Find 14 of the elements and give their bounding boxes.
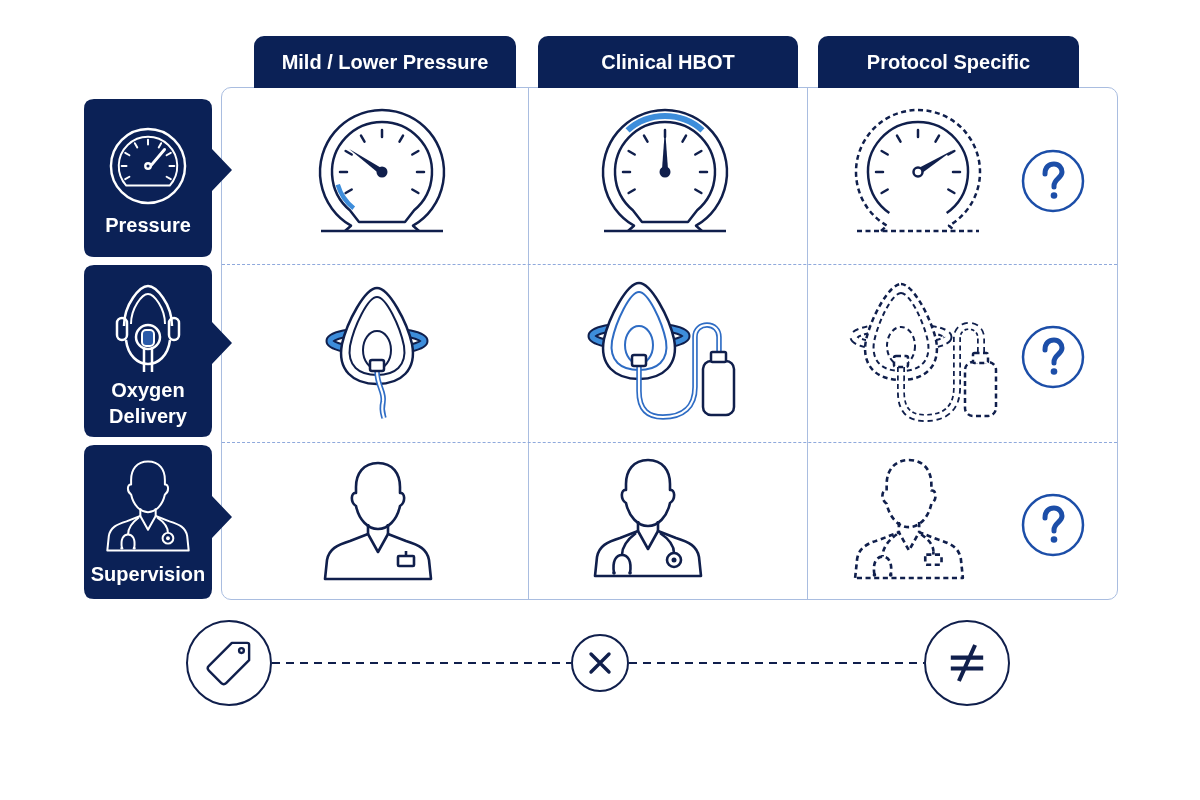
column-heading: Protocol Specific: [866, 50, 1031, 75]
row-label-tab: [84, 99, 232, 257]
row-heading: Oxygen Delivery: [108, 378, 188, 429]
column-header-tab: [254, 36, 516, 88]
column-header-tab: [538, 36, 798, 88]
x-mark-icon: [571, 634, 629, 692]
row-label-tab: [84, 265, 232, 437]
dashed-connector: [272, 661, 571, 665]
row-heading: Supervision: [89, 562, 207, 587]
column-heading: Clinical HBOT: [601, 50, 735, 75]
row-label-tab: [84, 445, 232, 599]
column-heading: Mild / Lower Pressure: [281, 50, 489, 75]
column-header-tab: [818, 36, 1079, 88]
row-heading: Pressure: [104, 213, 192, 238]
